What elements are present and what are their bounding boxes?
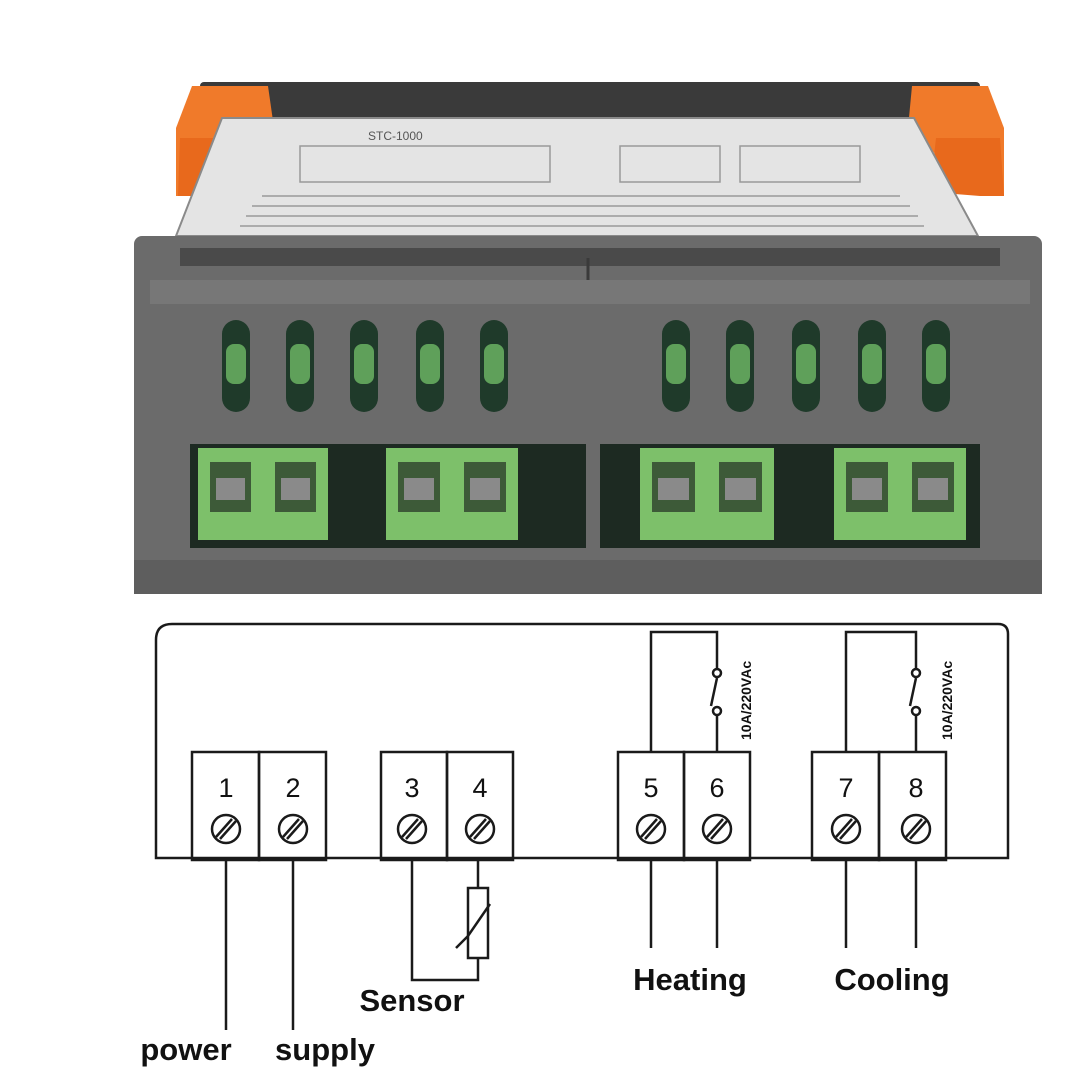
screw-icon (396, 813, 428, 845)
external-wires (224, 860, 918, 1030)
sensor-label: Sensor (359, 983, 464, 1018)
housing-top-rim (200, 82, 980, 122)
model-name: STC-1000 (368, 129, 423, 143)
photo-screw-clamp (404, 478, 434, 500)
photo-screw-clamp (658, 478, 689, 500)
sensor-wire-loop (410, 860, 480, 982)
controller-photo: STC-1000 (134, 82, 1042, 594)
screw-icon (701, 813, 733, 845)
terminal-number-5: 5 (643, 773, 658, 803)
photo-screw-clamp (470, 478, 500, 500)
photo-screw-clamp (852, 478, 882, 500)
controller-outline (154, 622, 1010, 860)
vent-slot-glimpse (484, 344, 504, 384)
screw-icon (277, 813, 309, 845)
cooling-relay-rating: 10A/220VAc (939, 661, 955, 740)
terminal-number-4: 4 (472, 773, 487, 803)
vent-slot-glimpse (290, 344, 310, 384)
photo-screw-clamp (216, 478, 245, 500)
terminal-number-7: 7 (838, 773, 853, 803)
terminal-number-6: 6 (709, 773, 724, 803)
terminal-number-3: 3 (404, 773, 419, 803)
terminal-blocks-photo (198, 448, 966, 540)
terminal-box-4 (445, 750, 515, 862)
photo-screw-clamp (281, 478, 310, 500)
vent-slot-glimpse (354, 344, 374, 384)
photo-screw-clamp (918, 478, 948, 500)
label-plate-markings (240, 145, 924, 227)
label-plate (174, 117, 980, 237)
terminal-box-8 (877, 750, 948, 862)
terminal-number-1: 1 (218, 773, 233, 803)
screw-icon (210, 813, 242, 845)
vent-slot-glimpse (796, 344, 816, 384)
heating-relay-rating: 10A/220VAc (738, 661, 754, 740)
vent-slot-glimpse (926, 344, 946, 384)
screw-icons (210, 813, 932, 845)
thermistor-icon (455, 886, 492, 960)
heating-label: Heating (633, 962, 747, 997)
cooling-relay-switch (844, 630, 922, 752)
terminal-boxes (190, 750, 948, 862)
vent-slot-glimpse (666, 344, 686, 384)
screw-icon (900, 813, 932, 845)
cooling-label: Cooling (834, 962, 949, 997)
housing-base (134, 560, 1042, 594)
supply-label: supply (275, 1032, 376, 1067)
vent-slot-glimpse (226, 344, 246, 384)
vent-slot-glimpse (420, 344, 440, 384)
vent-slot-glimpse (862, 344, 882, 384)
screw-icon (464, 813, 496, 845)
terminal-number-2: 2 (285, 773, 300, 803)
vent-slot-glimpse (730, 344, 750, 384)
terminal-number-8: 8 (908, 773, 923, 803)
ventilation-slots (222, 320, 950, 412)
screw-icon (635, 813, 667, 845)
photo-screw-clamp (725, 478, 756, 500)
housing-lip (150, 280, 1030, 304)
heating-relay-switch (649, 630, 723, 752)
power-label: power (140, 1032, 231, 1067)
housing-ridge (180, 248, 1000, 266)
screw-icon (830, 813, 862, 845)
